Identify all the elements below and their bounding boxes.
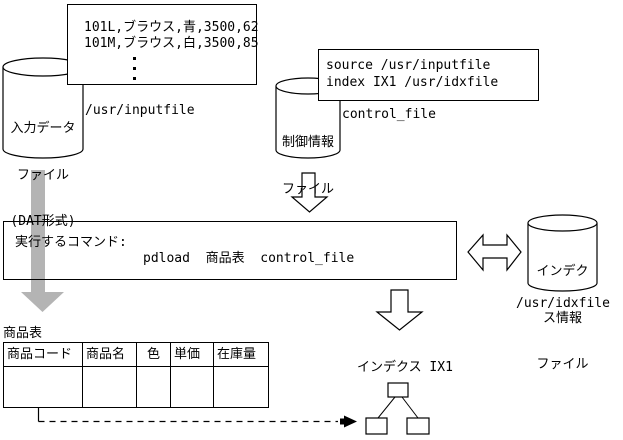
index-file-cylinder-icon	[527, 214, 598, 292]
product-table-title: 商品表	[3, 326, 43, 341]
table-header-cell: 単価	[171, 343, 214, 367]
sample-data-row: 101L,ブラウス,青,3500,62	[84, 20, 259, 35]
table-to-index-dashed-connector	[37, 407, 357, 428]
index-flow-down-arrow-icon	[375, 289, 424, 331]
control-file-name: control_file	[342, 107, 436, 122]
bulk-load-gray-arrow-icon	[21, 170, 64, 312]
product-table: 商品コード 商品名 色 単価 在庫量	[3, 342, 269, 408]
table-empty-cell	[83, 367, 137, 407]
table-empty-cell	[4, 367, 83, 407]
control-statement-line: source /usr/inputfile	[326, 58, 491, 73]
index-tree-icon	[365, 382, 430, 435]
table-empty-cell	[214, 367, 268, 407]
sync-double-arrow-icon	[467, 233, 522, 272]
control-statements-box: source /usr/inputfile index IX1 /usr/idx…	[318, 49, 539, 101]
dashed-pointer-arrow-icon	[340, 415, 357, 428]
index-file-label: インデク ス情報 ファイル	[536, 264, 589, 372]
index-file-path: /usr/idxfile	[516, 296, 610, 311]
vertical-ellipsis-icon	[133, 57, 136, 87]
control-file-label: 制御情報 ファイル	[281, 135, 334, 197]
input-file-path: /usr/inputfile	[85, 103, 195, 118]
sample-data-box: 101L,ブラウス,青,3500,62 101M,ブラウス,白,3500,85	[67, 4, 259, 85]
index-tree-right-leaf-node	[406, 417, 430, 435]
input-file-cylinder-icon	[2, 57, 84, 159]
table-header-cell: 商品コード	[4, 343, 83, 367]
index-tree-left-leaf-node	[365, 417, 388, 435]
table-empty-cell	[137, 367, 171, 407]
command-box-title: 実行するコマンド:	[15, 235, 127, 250]
table-empty-cell	[171, 367, 214, 407]
table-header-cell: 色	[137, 343, 171, 367]
index-tree-root-node	[387, 382, 409, 398]
input-file-label: 入力データ ファイル (DAT形式)	[10, 121, 76, 229]
index-tree-label: インデクス IX1	[357, 360, 453, 375]
control-statement-line: index IX1 /usr/idxfile	[326, 75, 499, 90]
command-text: pdload 商品表 control_file	[143, 251, 355, 266]
sample-data-row: 101M,ブラウス,白,3500,85	[84, 36, 259, 51]
command-box: 実行するコマンド: pdload 商品表 control_file	[3, 221, 457, 280]
table-header-cell: 商品名	[83, 343, 137, 367]
control-flow-down-arrow-icon	[290, 172, 329, 213]
table-header-cell: 在庫量	[214, 343, 268, 367]
